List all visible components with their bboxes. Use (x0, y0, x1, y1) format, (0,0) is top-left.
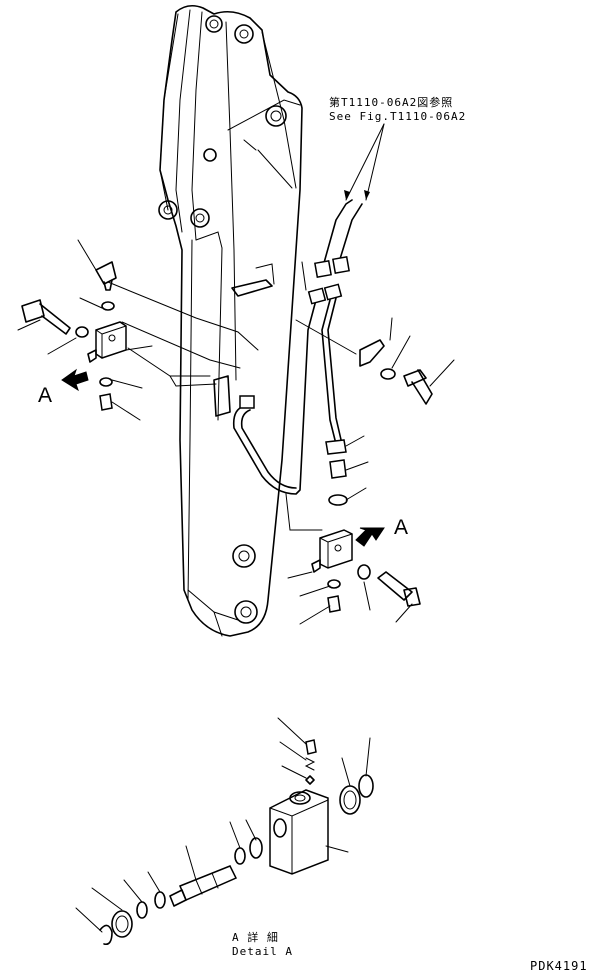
left-valve-group (21, 261, 259, 411)
reference-label-jp: 第T1110-06A2図参照 (329, 96, 454, 109)
hydraulic-pipes (232, 199, 363, 495)
leader-lines (17, 123, 455, 625)
detail-title-jp: A 詳 細 (232, 931, 279, 944)
view-marker-a-right: A (394, 516, 409, 539)
arm-boom (158, 4, 303, 637)
view-marker-a-left: A (38, 384, 53, 407)
detail-title-en: Detail A (232, 945, 293, 958)
drawing-code: PDK4191 (530, 959, 588, 973)
detail-a-exploded (75, 717, 374, 946)
reference-label-en: See Fig.T1110-06A2 (329, 110, 467, 123)
right-valve-group (285, 319, 433, 613)
